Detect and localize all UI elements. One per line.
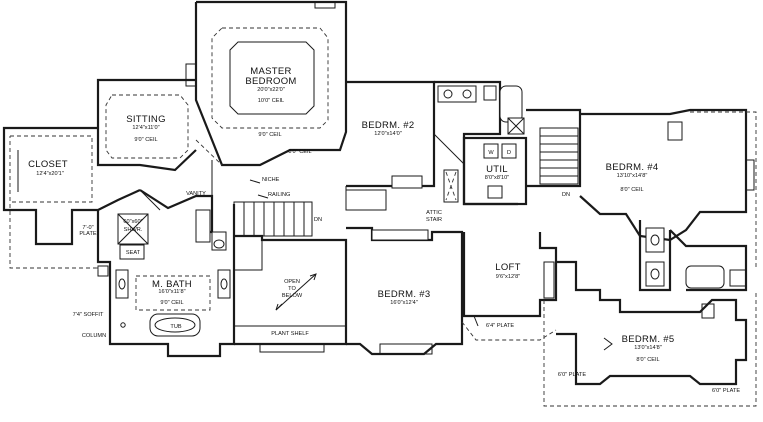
shower-seat [119,244,145,260]
closet-dims: 12'4"x20'1" [36,171,64,177]
bedroom4-label: BEDRM. #4 [606,162,659,173]
roof-lines [96,262,557,341]
bath-vanity-right [217,269,231,299]
bedroom3-dims: 16'0"x12'4" [390,300,418,306]
sitting-label: SITTING [126,114,166,125]
mbath-label: M. BATH [152,279,192,290]
attic-label: ATTIC [426,210,442,216]
bedroom3-label: BEDRM. #3 [378,289,431,300]
plate-64-label: 6'4" PLATE [486,323,514,329]
vanity-counter [195,209,211,243]
master-label-2: BEDROOM [245,76,296,87]
dryer-label: D [507,150,511,156]
seat-label: SEAT [126,250,141,256]
util-label: UTIL [486,164,508,175]
loft-label: LOFT [495,262,520,273]
shower-label: SHWR. [124,227,143,233]
plant-shelf-label: PLANT SHELF [271,331,309,337]
mbath-ceil: 9'0" CEIL [160,300,183,306]
bath-right-tub [685,265,725,289]
closet-label: CLOSET [28,159,68,170]
dryer [501,143,517,159]
sitting-ceil: 9'0" CEIL [134,137,157,143]
bath-right [638,220,748,292]
hall-bath-tub [499,85,523,123]
master-label: MASTER [250,66,291,77]
plate-60b-label: 6'0" PLATE [712,388,740,394]
bedroom-3: BEDRM. #3 16'0"x12'4" [346,226,464,356]
master-bath: 60"x60" SHWR. SEAT M. BATH 16'0"x11'8" 9… [73,204,236,358]
plate-60a-label: 6'0" PLATE [558,372,586,378]
shower-size: 60"x60" [123,219,142,225]
loft: LOFT 9'6"x12'8" 6'4" PLATE [462,232,558,329]
open-to-below: OPEN TO BELOW PLANT SHELF [234,234,348,353]
master-window-west [185,63,197,87]
stair2-dn-label: DN [562,192,570,198]
stair-dn-label: DN [314,217,322,223]
bedroom5-ceil: 8'0" CEIL [636,357,659,363]
bedroom4-dims: 13'10"x14'8" [617,173,648,179]
hall-bath-toilet [483,85,497,101]
bedroom-5: BEDRM. #5 13'0"x14'8" 8'0" CEIL 6'0" PLA… [543,260,757,407]
vanity-hall: VANITY NICHE RAILING 8'0" CEIL [139,149,312,243]
railing-label: RAILING [268,192,290,198]
bedroom2-dims: 12'0"x14'0" [374,131,402,137]
toilet [211,231,227,251]
bedroom5-label: BEDRM. #5 [622,334,675,345]
bath-right-sink-bottom [645,261,665,287]
bedroom3-window [379,343,433,355]
master-bedroom: MASTER BEDROOM 20'0"x22'0" 10'0" CEIL 9'… [185,0,348,167]
to-label: TO [288,286,296,292]
bedroom2-closet-2 [391,175,423,189]
vanity-label: VANITY [186,191,206,197]
tub-label: TUB [170,324,181,330]
bedroom4-ceil: 8'0" CEIL [620,187,643,193]
bedroom5-dims: 13'0"x14'8" [634,345,662,351]
utility-room: W D UTIL 8'0"x8'10" [462,117,528,206]
open-label: OPEN [284,279,300,285]
washer [483,143,499,159]
sitting-room: SITTING 12'4"x11'0" 9'0" CEIL [96,78,223,172]
bedroom2-closet [345,189,387,211]
bedroom-2: BEDRM. #2 12'0"x14'0" [345,80,436,211]
bedroom4-window-trim [667,121,683,141]
master-window [314,1,336,9]
attic-stair [443,169,459,203]
master-ceil-2: 9'0" CEIL [258,132,281,138]
plate-7-label: 7'-0" [82,225,93,231]
bedroom3-closet [371,229,429,241]
plate-7-label-b: PLATE [79,231,97,237]
bedroom2-label: BEDRM. #2 [362,120,415,131]
sitting-dims: 12'4"x11'0" [132,125,159,131]
master-dims: 20'0"x22'0" [257,87,285,93]
util-dims: 8'0"x8'10" [485,175,509,181]
mbath-dims: 16'0"x11'8" [158,289,185,295]
niche-label: NICHE [262,177,280,183]
master-ceil: 10'0" CEIL [258,98,284,104]
attic-label-2: STAIR [426,217,442,223]
bedroom4-window [745,159,755,191]
bath-right-sink-top [645,227,665,253]
bedroom5-closet [701,303,715,319]
bath-right-toilet [729,269,747,287]
column-label: COLUMN [82,333,106,339]
closet: CLOSET 12'4"x20'1" 7'-0" PLATE [2,126,141,269]
util-sink [487,185,503,199]
stair-2: DN [526,108,582,198]
hall-ceil: 8'0" CEIL [288,149,311,155]
bath-vanity-left [115,269,129,299]
washer-label: W [488,150,494,156]
loft-dims: 9'6"x12'8" [496,274,520,280]
open-window [259,343,325,353]
soffit-label: 7'4" SOFFIT [73,312,104,318]
bedroom-4: BEDRM. #4 13'10"x14'8" 8'0" CEIL [579,108,757,270]
column-marker [120,322,126,328]
below-label: BELOW [282,293,303,299]
